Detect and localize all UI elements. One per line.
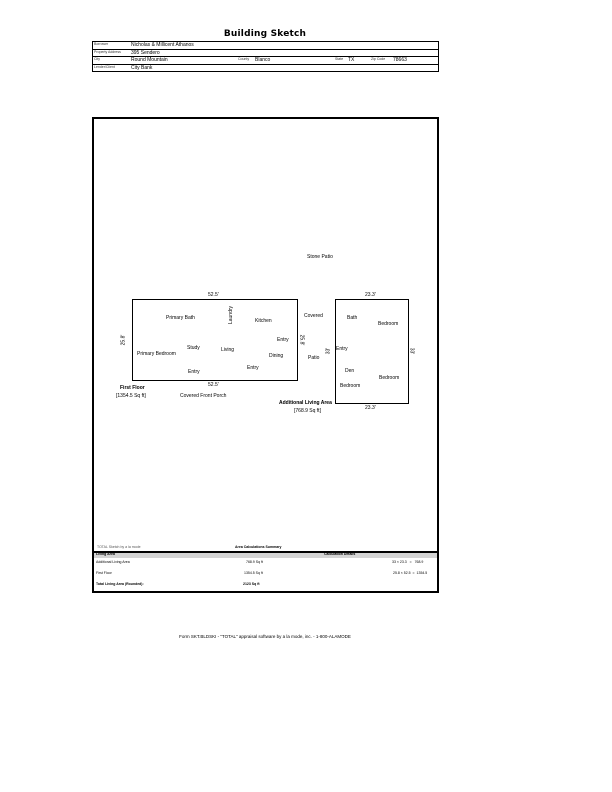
covered-patio-label-2: Patio bbox=[308, 355, 320, 361]
sketch-frame bbox=[92, 117, 439, 593]
room-entry-right: Entry bbox=[277, 337, 289, 343]
total-value: 2123 Sq ft bbox=[243, 582, 260, 586]
additional-area-value: [768.9 Sq ft] bbox=[294, 408, 321, 414]
additional-right-dim: 33' bbox=[408, 347, 415, 355]
room-den: Den bbox=[345, 368, 355, 374]
address-label: Property Address bbox=[94, 49, 121, 54]
room-entry-bottom-mid: Entry bbox=[247, 365, 259, 371]
room-study: Study bbox=[187, 345, 200, 351]
first-floor-top-dim: 52.5' bbox=[208, 292, 219, 298]
room-bath: Bath bbox=[347, 315, 358, 321]
row-calc: 33 × 23.3 = 768.9 bbox=[392, 560, 424, 564]
room-entry-bottom: Entry bbox=[188, 369, 200, 375]
address-value: 395 Sendero bbox=[131, 49, 160, 56]
room-primary-bedroom: Primary Bedroom bbox=[137, 351, 176, 357]
row-name: First Floor bbox=[96, 571, 112, 575]
county-label: County bbox=[238, 57, 250, 61]
additional-area-outline bbox=[335, 299, 409, 404]
covered-front-porch-label: Covered Front Porch bbox=[180, 393, 227, 399]
city-value: Round Mountain bbox=[131, 57, 168, 63]
additional-left-dim: 33' bbox=[325, 347, 332, 355]
additional-area-label: Additional Living Area bbox=[279, 400, 332, 406]
additional-top-dim: 23.3' bbox=[365, 292, 376, 298]
lender-value: City Bank bbox=[131, 65, 153, 71]
room-kitchen: Kitchen bbox=[255, 318, 272, 324]
state-label: State bbox=[335, 57, 344, 61]
first-floor-label: First Floor bbox=[120, 385, 145, 391]
room-bedroom-3: Bedroom bbox=[340, 383, 361, 389]
room-laundry: Laundry bbox=[228, 305, 235, 325]
covered-patio-label-1: Covered bbox=[304, 313, 323, 319]
borrower-row: Borrower Nicholas & Millicent Athanos bbox=[93, 42, 438, 50]
row-area: 1354.5 Sq ft bbox=[244, 571, 263, 575]
lender-row: Lender/Client City Bank bbox=[93, 65, 438, 73]
sketch-brand: TOTAL Sketch by a la mode bbox=[97, 545, 141, 549]
subject-header: Borrower Nicholas & Millicent Athanos Pr… bbox=[92, 41, 439, 72]
city-label: City bbox=[94, 57, 101, 61]
first-floor-right-dim: 25.8' bbox=[298, 334, 305, 346]
city-row: City Round Mountain County Blanco State … bbox=[93, 57, 438, 65]
first-floor-outline bbox=[132, 299, 298, 381]
first-floor-bottom-dim: 52.5' bbox=[208, 382, 219, 388]
summary-header-bar bbox=[94, 551, 437, 558]
total-label: Total Living Area (Rounded): bbox=[96, 582, 144, 586]
row-calc: 25.8 × 52.5 = 1354.5 bbox=[393, 571, 428, 575]
first-floor-area: [1354.5 Sq ft] bbox=[116, 393, 146, 399]
col-calc-details: Calculation Details bbox=[324, 552, 356, 556]
lender-label: Lender/Client bbox=[94, 65, 115, 69]
row-name: Additional Living Area bbox=[96, 560, 130, 564]
zip-label: Zip Code bbox=[371, 57, 386, 61]
room-bedroom-2: Bedroom bbox=[379, 375, 400, 381]
room-dining: Dining bbox=[269, 353, 284, 359]
room-bedroom-1: Bedroom bbox=[378, 321, 399, 327]
room-living: Living bbox=[221, 347, 235, 353]
row-area: 768.9 Sq ft bbox=[246, 560, 263, 564]
county-value: Blanco bbox=[255, 57, 271, 63]
state-value: TX bbox=[348, 57, 355, 63]
room-primary-bath: Primary Bath bbox=[166, 315, 195, 321]
page-title: Building Sketch bbox=[223, 29, 307, 39]
room-entry-additional: Entry bbox=[336, 346, 348, 352]
zip-value: 78663 bbox=[393, 57, 407, 63]
summary-title: Area Calculations Summary bbox=[235, 545, 282, 549]
first-floor-left-dim: 25.8' bbox=[120, 334, 127, 346]
col-living-area: Living Area bbox=[96, 552, 115, 556]
borrower-value: Nicholas & Millicent Athanos bbox=[131, 42, 194, 48]
borrower-label: Borrower bbox=[94, 42, 109, 46]
additional-bottom-dim: 23.3' bbox=[365, 405, 376, 411]
form-footer: Form SKT.BLDSKI - "TOTAL" appraisal soft… bbox=[179, 634, 351, 639]
address-row: Property Address 395 Sendero bbox=[93, 49, 438, 57]
stone-patio-label: Stone Patio bbox=[307, 254, 333, 260]
